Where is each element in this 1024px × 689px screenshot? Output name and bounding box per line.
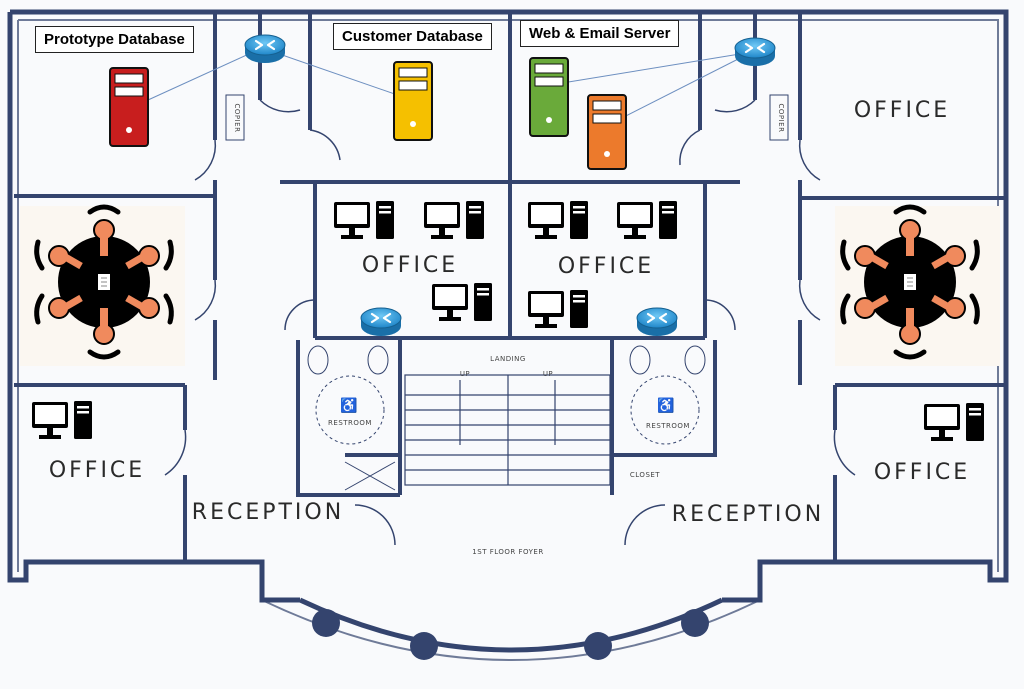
customer-server[interactable] bbox=[393, 61, 433, 141]
router-left-icon[interactable] bbox=[243, 33, 287, 65]
stairs bbox=[404, 374, 611, 486]
foyer-label: 1ST FLOOR FOYER bbox=[472, 548, 543, 556]
door-swings bbox=[164, 99, 856, 546]
room-label-office: OFFICE bbox=[49, 458, 145, 483]
web-server[interactable] bbox=[529, 57, 569, 137]
room-label-reception: RECEPTION bbox=[672, 502, 824, 527]
room-label-office: OFFICE bbox=[362, 253, 458, 278]
copier-label: COPIER bbox=[777, 104, 785, 133]
accessibility-icon: ♿ bbox=[340, 397, 357, 414]
router-office-left-icon[interactable] bbox=[359, 306, 403, 338]
room-label-office: OFFICE bbox=[854, 98, 950, 123]
network-links bbox=[147, 47, 753, 126]
accessibility-icon: ♿ bbox=[657, 397, 674, 414]
stair-up-label: UP bbox=[460, 370, 470, 378]
stair-up-label: UP bbox=[543, 370, 553, 378]
restroom-label: RESTROOM bbox=[646, 422, 690, 430]
customer-database-label: Customer Database bbox=[333, 23, 492, 50]
pillars bbox=[312, 609, 709, 660]
room-label-office: OFFICE bbox=[558, 254, 654, 279]
closet-label: CLOSET bbox=[630, 471, 660, 479]
router-office-right-icon[interactable] bbox=[635, 306, 679, 338]
landing-label: LANDING bbox=[490, 355, 526, 363]
prototype-server[interactable] bbox=[109, 67, 149, 147]
restroom-label: RESTROOM bbox=[328, 419, 372, 427]
room-label-office: OFFICE bbox=[874, 460, 970, 485]
router-right-icon[interactable] bbox=[733, 36, 777, 68]
room-label-reception: RECEPTION bbox=[192, 500, 344, 525]
web-email-server-label: Web & Email Server bbox=[520, 20, 680, 47]
interior-walls bbox=[14, 14, 1004, 560]
copier-label: COPIER bbox=[233, 104, 241, 133]
email-server[interactable] bbox=[587, 94, 627, 170]
prototype-database-label: Prototype Database bbox=[35, 26, 194, 53]
